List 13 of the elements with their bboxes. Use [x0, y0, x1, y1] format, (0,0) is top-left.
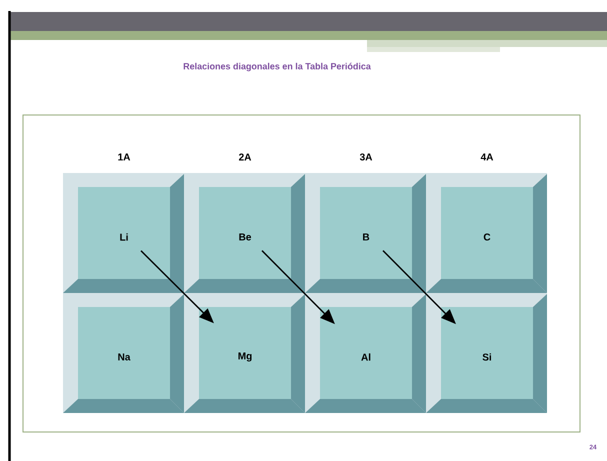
element-tile: Al: [305, 293, 426, 413]
element-tile: Li: [63, 173, 184, 293]
element-tile: Na: [63, 293, 184, 413]
element-tile: Mg: [184, 293, 305, 413]
element-tile: Si: [426, 293, 547, 413]
column-header: 2A: [238, 154, 252, 160]
element-tile: Be: [184, 173, 305, 293]
element-tile: C: [426, 173, 547, 293]
column-header: 4A: [480, 154, 494, 160]
column-header: 1A: [118, 154, 130, 160]
column-header: 3A: [360, 153, 372, 161]
element-tile: B: [305, 173, 426, 293]
slide-title: Relaciones diagonales en la Tabla Periódica: [184, 62, 371, 72]
